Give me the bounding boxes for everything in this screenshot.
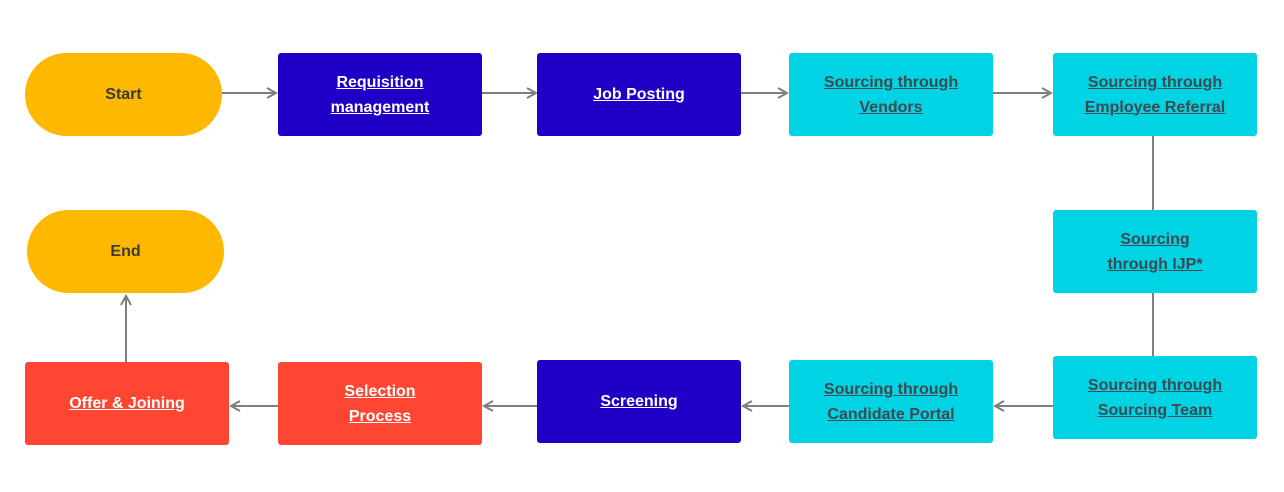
candidate-portal-label-line-1: Sourcing through xyxy=(823,380,959,398)
employee-referral-label-line-1: Sourcing through xyxy=(1087,73,1223,91)
sourcing-vendors-node[interactable]: Sourcing through Vendors xyxy=(789,53,993,136)
ijp-label-line-1: Sourcing xyxy=(1120,230,1190,248)
end-node: End xyxy=(27,210,224,293)
vendors-label-line-2: Vendors xyxy=(859,98,923,116)
end-label: End xyxy=(110,243,141,260)
selection-label-line-2: Process xyxy=(348,407,412,425)
offer-joining-node[interactable]: Offer & Joining xyxy=(25,362,229,445)
requisition-label-line-1: Requisition xyxy=(336,73,424,91)
vendors-label-line-1: Sourcing through xyxy=(823,73,959,91)
sourcing-team-label-line-1: Sourcing through xyxy=(1087,376,1223,394)
job-posting-node[interactable]: Job Posting xyxy=(537,53,741,136)
sourcing-employee-referral-node[interactable]: Sourcing through Employee Referral xyxy=(1053,53,1257,136)
requisition-label-line-2: management xyxy=(330,98,430,116)
offer-label: Offer & Joining xyxy=(69,395,185,412)
start-node: Start xyxy=(25,53,222,136)
sourcing-team-node[interactable]: Sourcing through Sourcing Team xyxy=(1053,356,1257,439)
start-label: Start xyxy=(105,86,142,103)
sourcing-team-label-line-2: Sourcing Team xyxy=(1097,401,1213,419)
screening-node[interactable]: Screening xyxy=(537,360,741,443)
selection-process-node[interactable]: Selection Process xyxy=(278,362,482,445)
ijp-label-line-2: through IJP* xyxy=(1107,255,1203,273)
employee-referral-label-line-2: Employee Referral xyxy=(1084,98,1226,116)
candidate-portal-label-line-2: Candidate Portal xyxy=(827,405,955,423)
sourcing-candidate-portal-node[interactable]: Sourcing through Candidate Portal xyxy=(789,360,993,443)
job-posting-label: Job Posting xyxy=(593,86,685,103)
requisition-management-node[interactable]: Requisition management xyxy=(278,53,482,136)
sourcing-ijp-node[interactable]: Sourcing through IJP* xyxy=(1053,210,1257,293)
screening-label: Screening xyxy=(600,393,678,410)
selection-label-line-1: Selection xyxy=(344,382,416,400)
